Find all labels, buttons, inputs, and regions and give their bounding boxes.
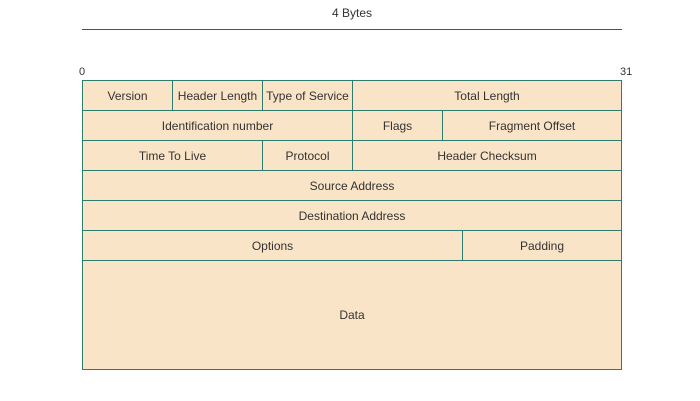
total-length-field: Total Length	[352, 80, 622, 111]
identification-field: Identification number	[82, 110, 353, 141]
padding-field: Padding	[462, 230, 622, 261]
bit-end-label: 31	[620, 66, 633, 78]
destination-address-field: Destination Address	[82, 200, 622, 231]
source-address-field: Source Address	[82, 170, 622, 201]
ttl-field: Time To Live	[82, 140, 263, 171]
header-checksum-field: Header Checksum	[352, 140, 622, 171]
header-length-field: Header Length	[172, 80, 263, 111]
diagram-title: 4 Bytes	[331, 6, 373, 20]
title-rule	[82, 29, 622, 30]
data-field: Data	[82, 260, 622, 370]
ip-header-diagram: Version Header Length Type of Service To…	[82, 80, 622, 370]
flags-field: Flags	[352, 110, 443, 141]
fragment-offset-field: Fragment Offset	[442, 110, 622, 141]
type-of-service-field: Type of Service	[262, 80, 353, 111]
protocol-field: Protocol	[262, 140, 353, 171]
version-field: Version	[82, 80, 173, 111]
options-field: Options	[82, 230, 463, 261]
bit-start-label: 0	[79, 66, 86, 78]
